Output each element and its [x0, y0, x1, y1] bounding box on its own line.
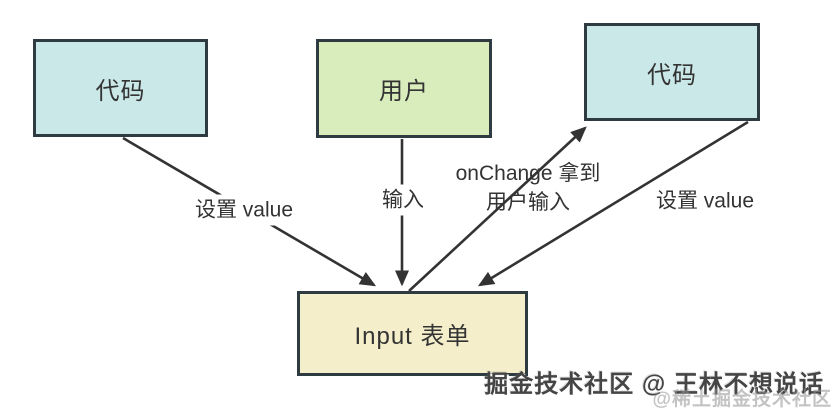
box-input-form-label: Input 表单 — [354, 323, 471, 350]
box-user: 用户 — [316, 39, 492, 138]
box-code-left-label: 代码 — [95, 77, 146, 105]
box-code-left: 代码 — [33, 39, 208, 137]
box-input-form: Input 表单 — [297, 291, 528, 376]
arrow-label-onchange-line2: 用户输入 — [485, 191, 570, 214]
arrow-label-input: 输入 — [377, 184, 429, 216]
arrow-set-value-right — [477, 120, 749, 287]
watermark-faint: @稀土掘金技术社区 — [652, 389, 832, 410]
arrow-label-set-value-left: 设置 value — [189, 194, 299, 226]
watermark-main: 掘金技术社区 @ 王林不想说话 — [484, 371, 824, 398]
arrow-label-onchange: onChange 拿到 用户输入 — [456, 159, 601, 217]
box-code-right: 代码 — [584, 23, 760, 121]
arrow-label-onchange-line1: onChange 拿到 — [455, 162, 601, 185]
arrow-label-set-value-right: 设置 value — [655, 189, 755, 213]
box-user-label: 用户 — [379, 78, 429, 105]
box-code-right-label: 代码 — [647, 61, 697, 89]
arrow-onchange — [408, 126, 587, 292]
